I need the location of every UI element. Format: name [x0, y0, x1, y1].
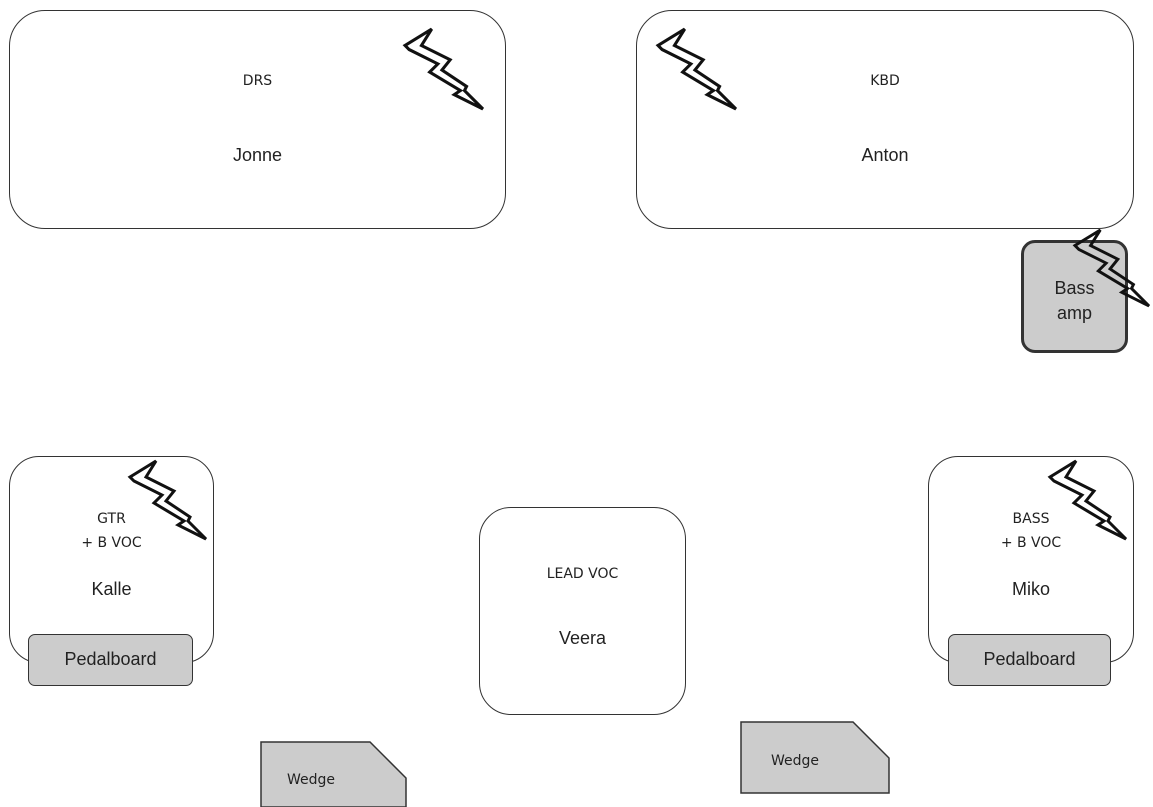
wedge-right-label: Wedge [770, 753, 820, 769]
guitar-position: GTR + B VOC Kalle [9, 456, 214, 663]
drums-role-label: DRS [242, 73, 273, 89]
lightning-bolt-icon [655, 27, 738, 111]
lead-vocal-player-name: Veera [558, 628, 607, 648]
bass-amp-label-line2: amp [1056, 303, 1092, 323]
bass-player-name: Miko [1011, 579, 1050, 599]
keys-role-label: KBD [870, 73, 900, 89]
bass-role-label-line2: + B VOC [1000, 535, 1062, 551]
lightning-bolt-icon [1072, 228, 1151, 308]
bass-position: BASS + B VOC Miko [928, 456, 1134, 663]
bass-amp-label-line1: Bass [1054, 278, 1095, 298]
lightning-bolt-icon [1047, 459, 1128, 541]
wedge-left-label: Wedge [286, 772, 336, 788]
lightning-bolt-icon [127, 459, 208, 541]
lead-vocal-position: LEAD VOC Veera [479, 507, 686, 715]
lead-vocal-role-label: LEAD VOC [546, 566, 619, 582]
drums-player-name: Jonne [232, 145, 283, 165]
bass-amp: Bass amp [1021, 240, 1128, 353]
keys-player-name: Anton [861, 145, 909, 165]
bass-role-label-line1: BASS [1012, 511, 1050, 527]
wedge-left-shape [260, 741, 407, 807]
guitar-pedalboard: Pedalboard [28, 634, 193, 686]
keys-position: KBD Anton [636, 10, 1134, 229]
guitar-role-label-line2: + B VOC [81, 535, 142, 551]
guitar-player-name: Kalle [91, 579, 132, 599]
wedge-right-shape [740, 721, 890, 794]
guitar-role-label-line1: GTR [97, 511, 126, 527]
lightning-bolt-icon [402, 27, 485, 111]
bass-pedalboard: Pedalboard [948, 634, 1111, 686]
